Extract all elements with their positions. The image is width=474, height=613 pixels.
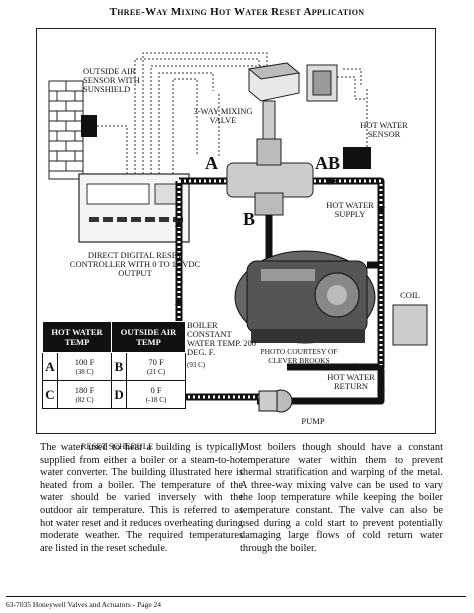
temp-celsius: (82 C) bbox=[75, 395, 94, 404]
page-title: Three-Way Mixing Hot Water Reset Applica… bbox=[109, 6, 365, 18]
point-label: B bbox=[111, 352, 128, 381]
point-label: A bbox=[42, 352, 58, 381]
page-footer: 63-7035 Honeywell Valves and Actuators -… bbox=[6, 600, 162, 609]
hot-water-return-label: HOT WATER RETURN bbox=[327, 372, 375, 391]
table-row: A 100 F(38 C) B 70 F(21 C) bbox=[42, 352, 186, 381]
port-a-label: A bbox=[205, 153, 218, 173]
outside-air-sensor-label: OUTSIDE AIR SENSOR with SUNSHIELD bbox=[83, 66, 140, 94]
diagram-figure: OUTSIDE AIR SENSOR with SUNSHIELD 3-WAY … bbox=[36, 28, 436, 451]
outside-air-sensor bbox=[81, 115, 97, 137]
piping-diagram bbox=[48, 52, 428, 413]
temp-celsius: (-18 C) bbox=[145, 395, 167, 404]
temp-celsius: (38 C) bbox=[75, 367, 94, 376]
coil-label: COIL bbox=[400, 290, 420, 300]
hot-water-supply-label: HOT WATER SUPPLY bbox=[326, 200, 374, 219]
reset-schedule-table: HOT WATER TEMP OUTSIDE AIR TEMP A 100 F(… bbox=[41, 321, 186, 409]
boiler bbox=[234, 250, 376, 344]
temp-value: 180 F bbox=[74, 384, 95, 395]
table-cell: 100 F(38 C) bbox=[56, 352, 113, 381]
three-way-valve bbox=[226, 138, 314, 279]
temp-value: 100 F bbox=[74, 356, 95, 367]
body-column-left: The water used to heat a building is typ… bbox=[40, 442, 243, 554]
pump-label: PUMP bbox=[301, 416, 325, 426]
boiler-celsius-label: (93 C) bbox=[187, 361, 206, 369]
reset-schedule: HOT WATER TEMP OUTSIDE AIR TEMP A 100 F(… bbox=[37, 318, 191, 451]
table-cell: 0 F(-18 C) bbox=[126, 380, 186, 409]
photo-credit: PHOTO COURTESY OF CLEVER BROOKS bbox=[260, 347, 338, 365]
pump bbox=[258, 389, 293, 413]
temp-celsius: (21 C) bbox=[146, 367, 166, 376]
brick-wall bbox=[48, 80, 84, 180]
port-ab-label: AB bbox=[315, 153, 341, 173]
footer-divider bbox=[6, 596, 466, 597]
point-label: D bbox=[111, 380, 128, 409]
hot-water-sensor-label: HOT WATER SENSOR bbox=[360, 120, 408, 139]
hot-water-sensor bbox=[343, 147, 371, 169]
table-cell: 180 F(82 C) bbox=[56, 380, 113, 409]
control-wiring bbox=[97, 52, 368, 174]
temp-value: 0 F bbox=[150, 384, 162, 395]
table-cell: 70 F(21 C) bbox=[126, 352, 186, 381]
boiler-label: BOILER CONSTANT WATER TEMP. 200 DEG. F. bbox=[187, 320, 257, 357]
hot-water-temp-header: HOT WATER TEMP bbox=[41, 321, 113, 353]
mixing-valve-label: 3-WAY MIXING VALVE bbox=[193, 106, 253, 125]
reset-controller bbox=[78, 173, 190, 243]
outside-air-temp-header: OUTSIDE AIR TEMP bbox=[111, 321, 186, 353]
coil bbox=[392, 304, 428, 346]
port-b-label: B bbox=[243, 209, 256, 229]
controller-label: DIRECT DIGITAL RESET CONTROLLER WITH 0 T… bbox=[69, 250, 201, 278]
body-column-right: Most boilers though should have a consta… bbox=[240, 442, 443, 554]
point-label: C bbox=[42, 380, 58, 409]
valve-actuator bbox=[247, 62, 338, 140]
reset-schedule-caption: RESET SCHEDULE bbox=[80, 441, 154, 451]
table-row: C 180 F(82 C) D 0 F(-18 C) bbox=[42, 380, 186, 409]
temp-value: 70 F bbox=[148, 356, 164, 367]
flow-arrows bbox=[175, 177, 385, 391]
